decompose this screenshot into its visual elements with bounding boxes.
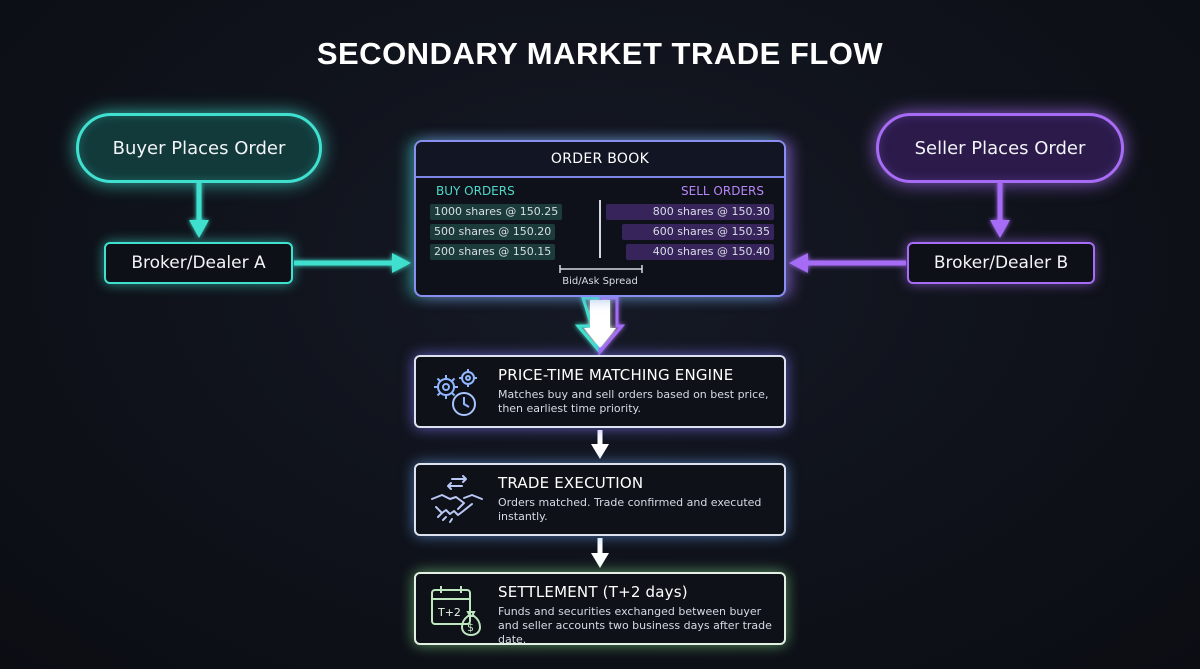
buy-order-row: 200 shares @ 150.15 (430, 244, 556, 260)
calendar-money-icon: T+2 $ (431, 586, 482, 637)
dollar-sign: $ (467, 621, 474, 634)
order-book-title: ORDER BOOK (416, 142, 784, 178)
broker-b-node: Broker/Dealer B (907, 242, 1095, 284)
sell-order-row: 800 shares @ 150.30 (606, 204, 774, 220)
step-title: TRADE EXECUTION (498, 474, 644, 492)
buy-orders-header: BUY ORDERS (436, 184, 515, 198)
sell-order-row: 400 shares @ 150.40 (626, 244, 774, 260)
settlement-step: T+2 $ SETTLEMENT (T+2 days) Funds and se… (414, 572, 786, 646)
arrow-brokerB-to-book (789, 253, 906, 273)
seller-node: Seller Places Order (876, 113, 1124, 183)
spread-divider (599, 200, 601, 258)
calendar-text: T+2 (437, 606, 461, 619)
step-description: Matches buy and sell orders based on bes… (498, 388, 769, 415)
arrow-engine-to-execution (591, 430, 609, 459)
broker-a-node: Broker/Dealer A (104, 242, 293, 284)
buy-order-row: 500 shares @ 150.20 (430, 224, 556, 240)
step-title: PRICE-TIME MATCHING ENGINE (498, 366, 734, 384)
matching-engine-step: PRICE-TIME MATCHING ENGINE Matches buy a… (414, 355, 786, 428)
arrow-brokerA-to-book (294, 253, 411, 273)
sell-order-row: 600 shares @ 150.35 (622, 224, 774, 240)
arrow-execution-to-settlement (591, 538, 609, 568)
sell-orders-header: SELL ORDERS (681, 184, 764, 198)
step-title: SETTLEMENT (T+2 days) (498, 583, 688, 601)
step-description: Funds and securities exchanged between b… (498, 605, 772, 646)
arrow-buyer-to-broker (189, 183, 209, 238)
spread-bracket (559, 265, 643, 273)
gears-clock-icon (434, 369, 477, 416)
arrow-book-to-engine (574, 296, 626, 357)
step-description: Orders matched. Trade confirmed and exec… (498, 496, 762, 523)
buyer-node: Buyer Places Order (76, 113, 322, 183)
spread-label: Bid/Ask Spread (562, 276, 638, 287)
arrow-seller-to-broker (990, 183, 1010, 238)
order-book: ORDER BOOK BUY ORDERS SELL ORDERS 1000 s… (414, 140, 786, 297)
trade-execution-step: TRADE EXECUTION Orders matched. Trade co… (414, 463, 786, 536)
handshake-icon (431, 475, 483, 523)
diagram-title: SECONDARY MARKET TRADE FLOW (316, 36, 884, 71)
buy-order-row: 1000 shares @ 150.25 (430, 204, 563, 220)
